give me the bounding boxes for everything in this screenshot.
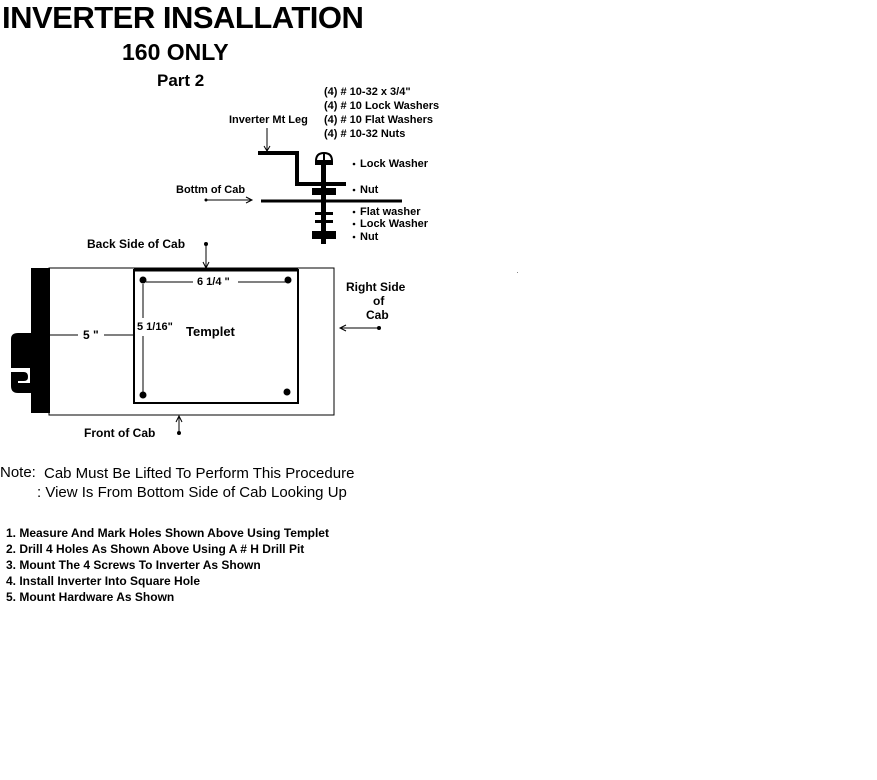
hardware-item: (4) # 10-32 x 3/4"	[324, 86, 411, 98]
hardware-item: (4) # 10 Lock Washers	[324, 100, 440, 112]
page-part: Part 2	[157, 71, 205, 90]
page-title: INVERTER INSALLATION	[2, 0, 364, 35]
inverter-leg-label: Inverter Mt Leg	[229, 114, 308, 126]
page-subtitle: 160 ONLY	[122, 39, 229, 65]
note-line: Cab Must Be Lifted To Perform This Proce…	[44, 465, 355, 482]
cab-diagram	[11, 242, 381, 435]
back-side-label: Back Side of Cab	[87, 237, 186, 251]
step-item: 4. Install Inverter Into Square Hole	[6, 574, 201, 588]
hole-marker	[284, 276, 292, 284]
bolt-head	[314, 151, 334, 162]
hardware-item: (4) # 10 Flat Washers	[324, 114, 434, 126]
note-line: : View Is From Bottom Side of Cab Lookin…	[37, 484, 347, 501]
hole-marker	[139, 276, 147, 284]
cab-left-edge	[11, 268, 50, 413]
height-dimension: 5 1/16"	[137, 321, 173, 333]
part-label: Lock Washer	[360, 218, 429, 230]
templet-label: Templet	[186, 324, 235, 339]
bolt-stack-diagram	[204, 128, 402, 244]
hole-marker	[139, 391, 147, 399]
lock-washer-bottom	[315, 220, 333, 223]
hardware-item: (4) # 10-32 Nuts	[324, 128, 406, 140]
lower-nut	[312, 231, 336, 239]
part-label: Nut	[360, 184, 379, 196]
bottom-of-cab-label: Bottm of Cab	[176, 184, 246, 196]
right-side-label: Cab	[366, 308, 389, 322]
width-dimension: 6 1/4 "	[197, 276, 230, 288]
flat-washer	[315, 212, 333, 215]
step-item: 1. Measure And Mark Holes Shown Above Us…	[6, 526, 329, 540]
step-item: 2. Drill 4 Holes As Shown Above Using A …	[6, 542, 305, 556]
part-label: Nut	[360, 231, 379, 243]
right-side-label: of	[373, 294, 385, 308]
offset-dimension: 5 "	[83, 328, 99, 342]
hole-marker	[283, 388, 291, 396]
part-label: Lock Washer	[360, 158, 429, 170]
right-side-label: Right Side	[346, 280, 406, 294]
inverter-mount-leg	[258, 151, 346, 186]
upper-nut	[312, 188, 336, 195]
lock-washer-top	[315, 162, 333, 165]
step-item: 3. Mount The 4 Screws To Inverter As Sho…	[6, 558, 261, 572]
part-label: Flat washer	[360, 206, 421, 218]
front-side-label: Front of Cab	[84, 426, 156, 440]
bolt-shaft	[321, 165, 326, 244]
step-item: 5. Mount Hardware As Shown	[6, 590, 175, 604]
note-prefix: Note:	[0, 464, 36, 481]
